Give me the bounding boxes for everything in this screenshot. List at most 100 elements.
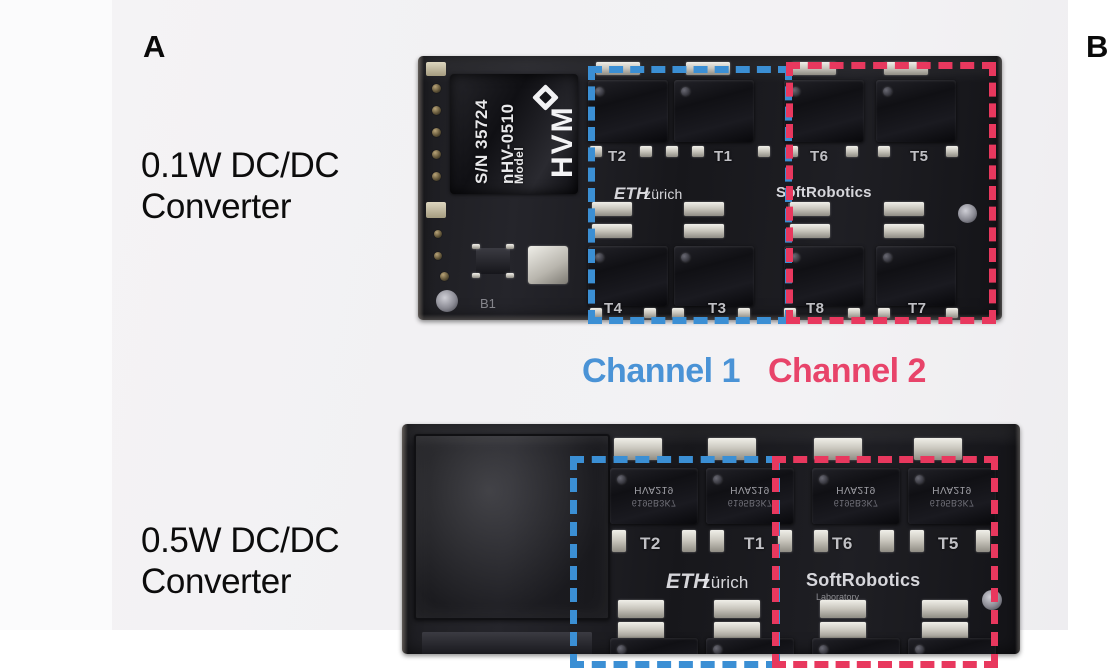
smd-pad <box>914 438 962 460</box>
package-pin1-marker <box>713 645 722 654</box>
smd-pad <box>884 224 924 238</box>
smd-pad <box>710 530 724 552</box>
package-pin1-marker <box>713 475 722 484</box>
designator-t5: T5 <box>910 148 929 165</box>
package-pin1-marker <box>617 475 626 484</box>
smd-pad <box>976 530 990 552</box>
legend-channel-2-label: Channel 2 <box>767 352 926 390</box>
connector-via <box>432 172 441 181</box>
smd-pad <box>848 308 860 318</box>
smd-pad <box>592 202 632 216</box>
package-pin1-marker <box>617 645 626 654</box>
smd-pad <box>506 244 514 249</box>
silkscreen-softrobotics-sub: Laboratory <box>816 592 860 602</box>
designator-t6: T6 <box>810 148 829 165</box>
connector-pad <box>426 202 446 218</box>
smd-pad <box>590 308 602 318</box>
smd-pad <box>884 202 924 216</box>
smd-pad <box>614 438 662 460</box>
designator-t2: T2 <box>640 534 661 553</box>
mosfet-package: HVA219 6195B3K7 <box>908 468 996 524</box>
smd-pad <box>910 530 924 552</box>
designator-t1: T1 <box>744 534 765 553</box>
designator-t7: T7 <box>908 300 927 317</box>
smd-pad <box>472 273 480 278</box>
designator-t1: T1 <box>714 148 733 165</box>
smd-pad <box>814 438 862 460</box>
smd-pad <box>686 62 730 75</box>
smd-pad <box>472 244 480 249</box>
pcb-bottom-surface: HVA219 6195B3K7 HVA219 6195B3K7 HVA219 6… <box>402 424 1020 654</box>
pcb-board-0-5w: HVA219 6195B3K7 HVA219 6195B3K7 HVA219 6… <box>402 424 1020 654</box>
package-pin1-marker <box>819 475 828 484</box>
panel-b-background <box>1068 0 1120 630</box>
smd-pad <box>708 438 756 460</box>
smd-pad <box>946 146 958 157</box>
mosfet-package: HVA219 6195B3K7 <box>610 468 698 524</box>
module-brand-text: HVM <box>546 105 579 178</box>
connector-via <box>434 230 442 238</box>
smd-pad <box>596 62 640 75</box>
silkscreen-eth-sub: zürich <box>644 186 683 202</box>
silkscreen-marker: B1 <box>480 296 496 311</box>
smd-pad <box>878 308 890 318</box>
package-pin1-marker <box>915 475 924 484</box>
package-pin1-marker <box>883 253 892 262</box>
mosfet-lot-code: 6195B3K7 <box>727 498 773 508</box>
mosfet-package: HVA219 6195B3K7 <box>812 468 900 524</box>
mosfet-package <box>674 246 754 306</box>
smd-pad <box>790 202 830 216</box>
smd-pad <box>618 600 664 618</box>
mosfet-part-number: HVA219 <box>730 484 770 495</box>
package-pin1-marker <box>595 253 604 262</box>
smd-pad <box>682 530 696 552</box>
designator-t3: T3 <box>708 300 727 317</box>
smd-pad <box>820 600 866 618</box>
smd-pad <box>714 600 760 618</box>
mosfet-package <box>876 80 956 142</box>
panel-label-a: A <box>143 29 166 64</box>
mosfet-package <box>784 80 864 142</box>
package-pin1-marker <box>791 253 800 262</box>
mosfet-lot-code: 6195B3K7 <box>631 498 677 508</box>
smd-pad <box>692 146 704 157</box>
smd-pad <box>684 224 724 238</box>
smd-pad <box>814 530 828 552</box>
silkscreen-eth-logo: ETH <box>666 570 709 593</box>
mosfet-package: HVA219 <box>610 638 698 654</box>
connector-via <box>432 150 441 159</box>
mosfet-lot-code: 6195B3K7 <box>929 498 975 508</box>
connector-via <box>432 128 441 137</box>
smd-pad <box>590 146 602 157</box>
dcdc-module-hvm: HVM Model nHV-0510 S/N 35724 <box>450 74 579 194</box>
connector-via <box>432 84 441 93</box>
smd-pad <box>778 530 792 552</box>
smd-pad <box>878 146 890 157</box>
mosfet-package: HVA219 6195B3K7 <box>706 468 794 524</box>
inductor-package <box>528 246 568 284</box>
pcb-board-0-1w: HVM Model nHV-0510 S/N 35724 B1 <box>418 56 1002 320</box>
smd-pad <box>790 224 830 238</box>
package-pin1-marker <box>915 645 924 654</box>
smd-pad <box>884 62 928 75</box>
figure-left-margin <box>0 0 112 630</box>
connector-body <box>422 632 592 654</box>
smd-pad <box>758 146 770 157</box>
board-edge-highlight-right <box>1015 424 1020 654</box>
caption-0-1w-converter: 0.1W DC/DC Converter <box>141 146 340 227</box>
connector-via <box>440 272 449 281</box>
mosfet-package <box>674 80 754 142</box>
package-pin1-marker <box>883 87 892 96</box>
mounting-hole <box>436 290 458 312</box>
silkscreen-eth-sub: zürich <box>702 573 749 592</box>
silkscreen-eth-logo: ETH <box>614 184 649 203</box>
package-pin1-marker <box>681 87 690 96</box>
test-point <box>982 590 1002 610</box>
caption-0-5w-converter: 0.5W DC/DC Converter <box>141 521 340 602</box>
mosfet-package <box>588 246 668 306</box>
channel-legend: Channel 1 Channel 2 <box>582 352 926 391</box>
panel-label-b: B <box>1086 29 1109 64</box>
designator-t4: T4 <box>604 300 623 317</box>
smd-pad <box>738 308 750 318</box>
smd-pad <box>792 62 836 75</box>
